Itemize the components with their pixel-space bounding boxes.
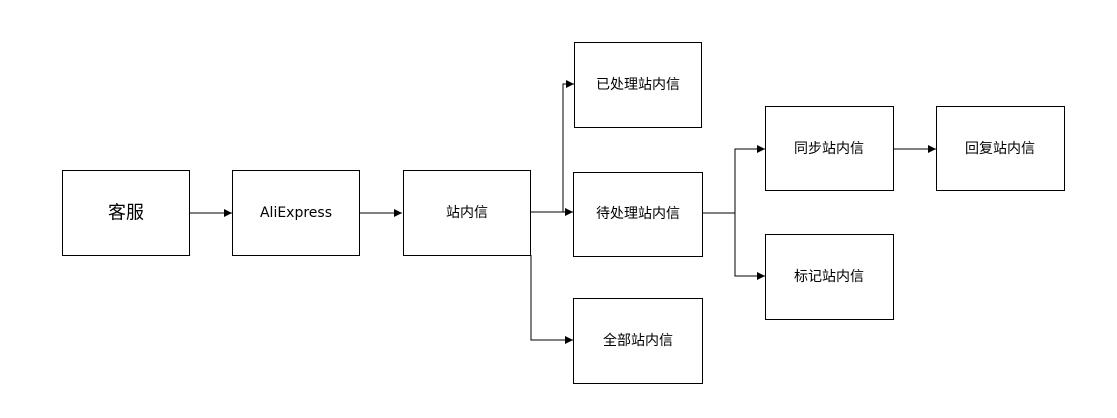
edge-pending-to-mark [703,212,765,280]
node-sync-label: 同步站内信 [794,141,864,157]
edge-pending-to-sync [703,145,765,214]
node-zhanneixin-label: 站内信 [446,205,488,221]
node-mark: 标记站内信 [765,234,894,320]
node-processed: 已处理站内信 [574,42,702,128]
node-kefu-label: 客服 [108,203,144,224]
node-aliexpress-label: AliExpress [260,205,332,221]
node-all-label: 全部站内信 [603,332,673,349]
node-processed-label: 已处理站内信 [596,77,680,93]
node-pending: 待处理站内信 [573,172,703,257]
node-reply-label: 回复站内信 [965,140,1035,157]
node-aliexpress: AliExpress [232,170,360,256]
edge-zhanneixin-to-all [530,255,573,344]
node-sync: 同步站内信 [765,106,894,191]
node-zhanneixin: 站内信 [403,170,531,256]
node-pending-label: 待处理站内信 [596,206,680,222]
node-reply: 回复站内信 [936,106,1065,191]
node-mark-label: 标记站内信 [794,269,864,285]
edges [190,80,936,344]
node-all: 全部站内信 [573,298,703,384]
node-kefu: 客服 [62,170,190,256]
edge-zhanneixin-to-processed [531,80,574,213]
